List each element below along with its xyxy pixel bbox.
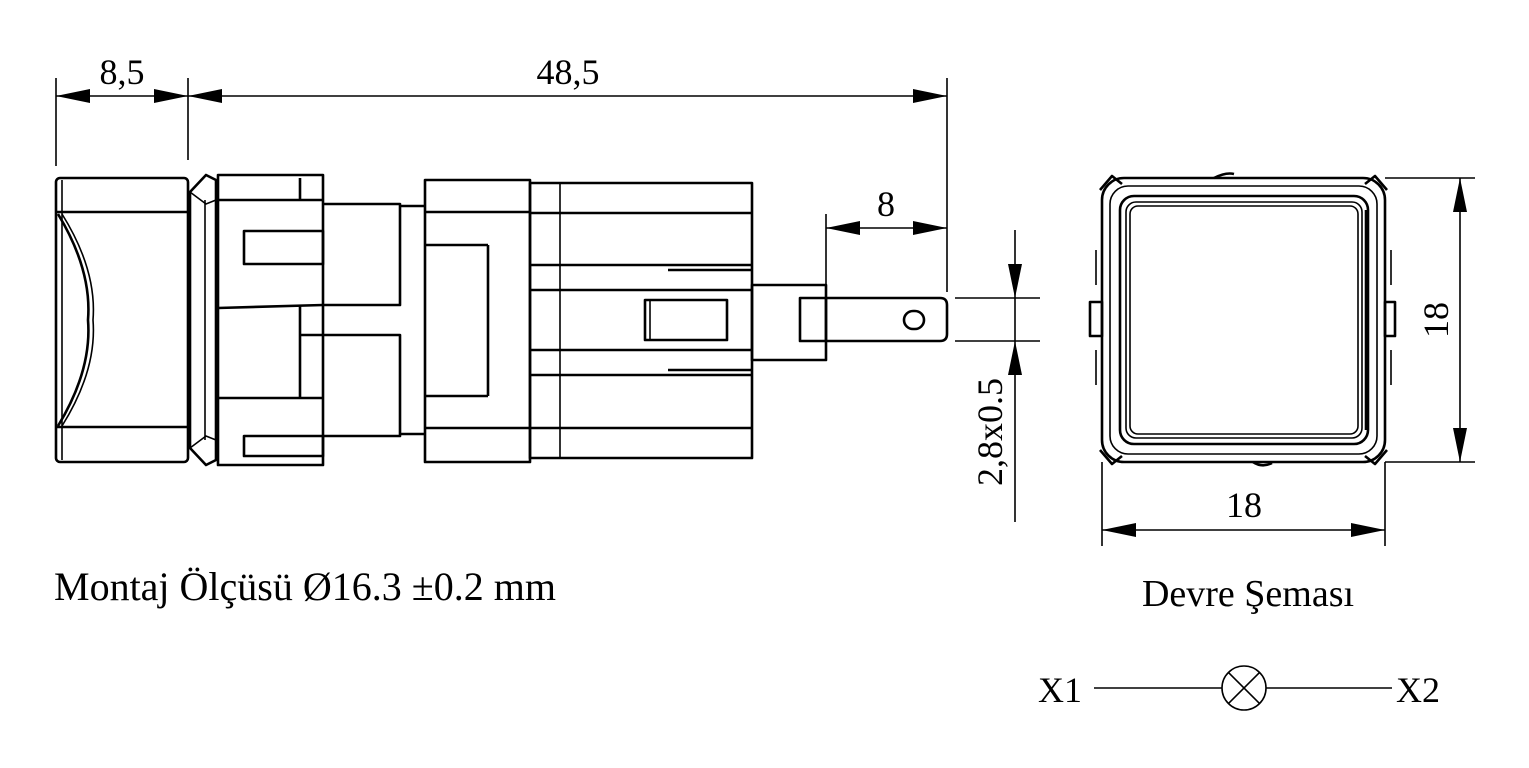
- dimension-square-width: 18: [1101, 462, 1386, 546]
- dimension-front-length: 8,5: [55, 52, 189, 166]
- circuit-diagram: X1 X2: [1038, 665, 1440, 711]
- dimension-label: 8: [877, 184, 895, 224]
- dimension-label: 48,5: [537, 52, 600, 92]
- dimension-label: 8,5: [100, 52, 145, 92]
- lamp-icon: [1221, 665, 1267, 711]
- dimension-label: 18: [1416, 302, 1456, 338]
- bezel-ring: [188, 173, 218, 467]
- dimension-body-length: 48,5: [188, 52, 948, 292]
- connector-neck: [300, 202, 425, 438]
- dimension-terminal-size: 2,8x0.5: [955, 230, 1040, 522]
- circuit-title: Devre Şeması: [1142, 573, 1354, 615]
- front-view: [1088, 172, 1397, 467]
- dimension-label: 18: [1226, 485, 1262, 525]
- mounting-note: Montaj Ölçüsü Ø16.3 ±0.2 mm: [54, 564, 556, 609]
- terminal-label-x2: X2: [1396, 670, 1440, 710]
- side-view: [54, 173, 949, 467]
- housing-body: [423, 178, 754, 464]
- terminal-label-x1: X1: [1038, 670, 1082, 710]
- dimension-square-height: 18: [1385, 177, 1475, 463]
- dimension-label: 2,8x0.5: [970, 378, 1010, 486]
- terminal-pin: [750, 283, 949, 362]
- mounting-clip: [216, 173, 325, 467]
- lens-cap: [54, 176, 190, 464]
- dimension-terminal-length: 8: [825, 184, 947, 292]
